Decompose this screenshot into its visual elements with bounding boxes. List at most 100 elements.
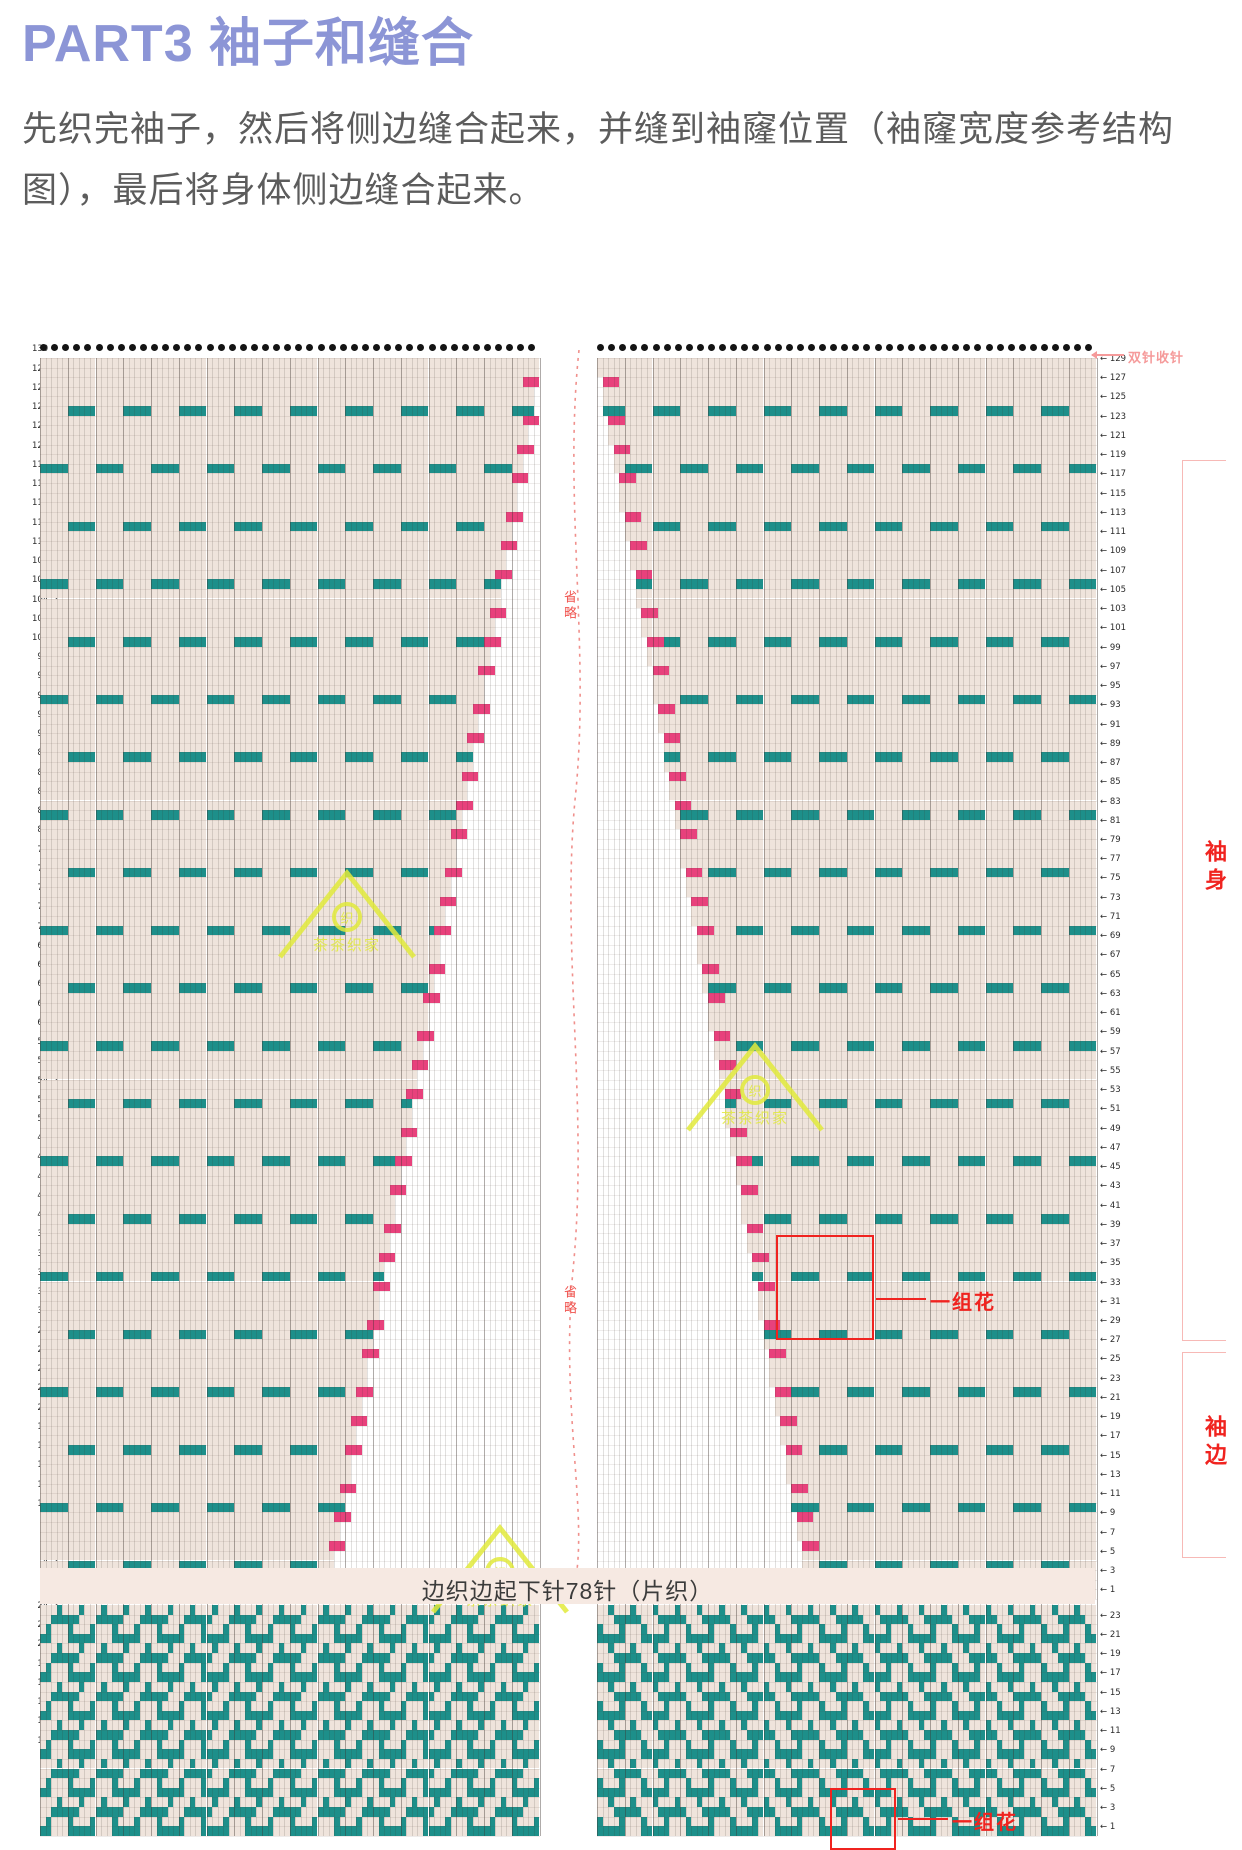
grid-line-horizontal	[40, 1550, 540, 1552]
decrease-marker	[373, 1281, 390, 1292]
chart-row	[40, 560, 540, 570]
grid-line-horizontal	[40, 829, 540, 831]
grid-line-horizontal	[597, 1730, 1097, 1732]
grid-line-horizontal	[40, 646, 540, 648]
chart-row	[40, 1358, 540, 1369]
grid-line-horizontal	[40, 608, 540, 610]
cast-off-dot-icon	[528, 344, 536, 351]
cast-off-dot-icon	[195, 344, 203, 351]
grid-line-horizontal	[40, 1710, 540, 1712]
chart-row	[40, 1387, 540, 1397]
cast-off-dot-icon	[373, 344, 380, 351]
decrease-marker	[406, 1089, 423, 1099]
chart-row	[40, 1377, 540, 1388]
grid-line-horizontal	[40, 858, 540, 860]
decrease-marker	[780, 1416, 797, 1426]
chart-row	[40, 1146, 540, 1157]
cast-off-dot-icon	[361, 344, 369, 351]
grid-line-horizontal	[40, 1464, 540, 1466]
decrease-marker	[708, 992, 725, 1003]
chart-row	[40, 704, 540, 714]
grid-line-horizontal	[40, 713, 540, 715]
grid-line-horizontal	[597, 1146, 1097, 1148]
row-number-tick: ← 99	[1100, 644, 1121, 653]
row-number-tick: ← 111	[1100, 528, 1126, 537]
chart-row	[40, 579, 540, 589]
decrease-marker	[746, 1223, 764, 1234]
grid-line-horizontal	[40, 1691, 540, 1693]
grid-line-horizontal	[597, 521, 1097, 523]
decrease-marker	[696, 925, 714, 936]
grid-line-horizontal	[597, 973, 1097, 975]
section-cap-edge-bottom	[1182, 1557, 1226, 1558]
grid-line-horizontal	[40, 656, 540, 658]
chart-row	[40, 1243, 540, 1253]
row-number-tick: ← 1	[1100, 1823, 1115, 1832]
grid-line-horizontal	[597, 1175, 1097, 1177]
grid-line-horizontal	[597, 425, 1097, 427]
grid-line-horizontal	[40, 492, 540, 494]
grid-line-horizontal	[597, 1079, 1097, 1081]
grid-line-horizontal	[597, 810, 1097, 812]
row-number-tick: ← 91	[1100, 721, 1121, 730]
grid-line-horizontal	[40, 502, 540, 504]
grid-line-horizontal	[597, 1473, 1097, 1475]
cast-off-dot-icon	[774, 344, 782, 351]
cast-off-dot-icon	[1085, 344, 1093, 351]
row-number-tick: ← 7	[1100, 1766, 1115, 1775]
chart-row	[40, 396, 540, 407]
decrease-marker	[400, 1127, 418, 1138]
cast-off-dot-icon	[963, 344, 971, 351]
chart-row	[40, 733, 540, 743]
cast-off-dot-icon	[941, 344, 949, 351]
row-number-tick: ← 121	[1100, 432, 1126, 441]
chart-row	[40, 858, 540, 868]
grid-line-horizontal	[40, 406, 540, 408]
grid-line-horizontal	[597, 1512, 1097, 1514]
chart-row	[40, 1185, 540, 1195]
grid-line-horizontal	[40, 1339, 540, 1341]
grid-line-horizontal	[40, 1252, 540, 1254]
grid-line-horizontal	[597, 1387, 1097, 1389]
row-number-tick: ← 11	[1100, 1490, 1121, 1499]
grid-line-horizontal	[597, 1560, 1097, 1562]
decrease-marker	[361, 1348, 379, 1359]
chart-row	[40, 1445, 540, 1455]
decrease-marker	[328, 1541, 346, 1551]
omission-curve	[545, 349, 605, 1571]
grid-line-horizontal	[597, 1050, 1097, 1052]
grid-line-horizontal	[597, 1691, 1097, 1693]
grid-line-horizontal	[40, 396, 540, 398]
grid-line-horizontal	[40, 1310, 540, 1312]
repeat-unit-box-body	[776, 1235, 874, 1340]
chart-row	[40, 1156, 540, 1167]
decrease-marker	[774, 1387, 792, 1397]
chart-row	[40, 983, 540, 993]
grid-line-horizontal	[40, 1060, 540, 1062]
decrease-marker	[417, 1031, 435, 1041]
cast-off-dots	[597, 344, 1097, 352]
chart-row	[40, 617, 540, 628]
row-number-tick: ← 53	[1100, 1086, 1121, 1095]
row-number-tick: ← 117	[1100, 470, 1126, 479]
omit-label-lower: 省略	[560, 1285, 579, 1317]
grid-line-horizontal	[40, 540, 540, 542]
grid-line-horizontal	[40, 685, 540, 687]
chart-row	[40, 992, 540, 1003]
cast-off-dot-icon	[685, 344, 693, 351]
page-title: PART3 袖子和缝合	[22, 15, 1220, 73]
cast-off-dot-icon	[428, 344, 436, 351]
grid-line-horizontal	[40, 1787, 540, 1789]
grid-line-horizontal	[597, 1396, 1097, 1398]
decrease-marker	[439, 896, 457, 907]
grid-line-horizontal	[597, 829, 1097, 831]
grid-line-horizontal	[597, 1156, 1097, 1158]
cast-off-dot-icon	[819, 344, 826, 351]
row-number-tick: ← 11	[1100, 1727, 1121, 1736]
chart-row	[40, 1041, 540, 1051]
row-number-tick: ← 115	[1100, 490, 1126, 499]
chart-row	[40, 1060, 540, 1070]
grid-line-horizontal	[40, 1473, 540, 1475]
grid-line-horizontal	[40, 1021, 540, 1023]
grid-line-horizontal	[597, 636, 1097, 638]
